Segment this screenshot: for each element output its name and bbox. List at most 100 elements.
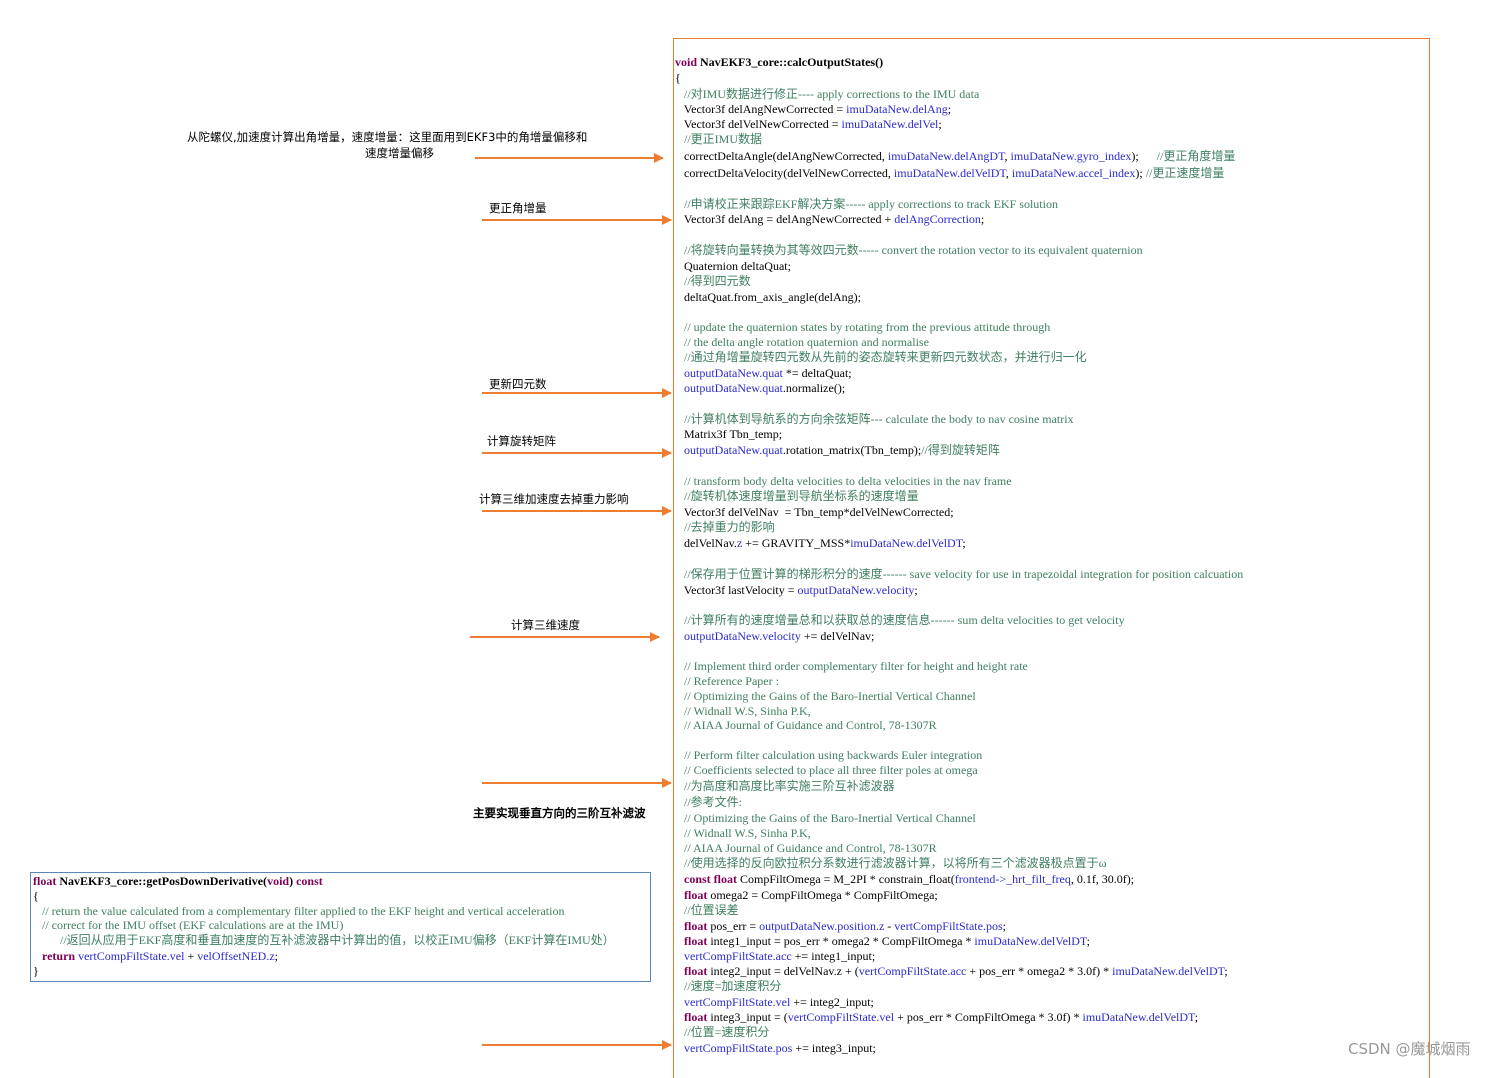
code-text: ; [1086,934,1090,948]
code-comment: //参考文件: [675,795,743,809]
code-member: z [736,536,743,550]
code-keyword: float [675,1010,711,1024]
code-line: // Optimizing the Gains of the Baro-Iner… [675,811,976,826]
code-line: outputDataNew.quat *= deltaQuat; [675,366,852,381]
code-member: imuDataNew.delVelDT [1112,964,1225,978]
arrow-right-icon [482,215,672,225]
code-line: vertCompFiltState.acc += integ1_input; [675,949,875,964]
code-line: //得到四元数 [675,274,751,289]
code-line: Vector3f delVelNav = Tbn_temp*delVelNewC… [675,505,954,520]
code-text: ; [938,117,942,131]
code-text: ; [914,583,918,597]
code-line: vertCompFiltState.pos += integ3_input; [675,1041,876,1056]
code-comment: // Widnall W.S, Sinha P.K, [675,704,811,718]
ann-vertical-filter: 主要实现垂直方向的三阶互补滤波 [473,806,646,820]
code-line: //申请校正来跟踪EKF解决方案----- apply corrections … [675,197,1058,212]
code-text: ; [947,102,952,116]
code-keyword: void [675,55,701,69]
code-member: imuDataNew.delVelDT [1082,1010,1195,1024]
code-text: Quaternion deltaQuat; [675,259,791,273]
code-line: // AIAA Journal of Guidance and Control,… [675,718,937,733]
code-member: imuDataNew.accel_index [1011,166,1136,180]
code-comment: //计算所有的速度增量总和以获取总的速度信息------ sum delta v… [675,613,1125,627]
code-comment: // AIAA Journal of Guidance and Control,… [675,718,937,732]
code-line: Vector3f delAngNewCorrected = imuDataNew… [675,102,951,117]
code-comment: // Optimizing the Gains of the Baro-Iner… [675,689,976,703]
code-text: + pos_err * CompFiltOmega * 3.0f) * [894,1010,1083,1024]
code-member: outputDataNew.quat [675,366,783,380]
code-comment: //计算机体到导航系的方向余弦矩阵--- calculate the body … [675,412,1074,426]
arrow-right-icon [470,632,660,642]
code-line: //参考文件: [675,795,742,810]
code-comment: // correct for the IMU offset (EKF calcu… [33,918,344,932]
code-member: imuDataNew.delVelDT [850,536,963,550]
code-member: imuDataNew.delVelDT [893,166,1006,180]
code-comment: //得到四元数 [675,274,751,288]
code-comment: //申请校正来跟踪EKF解决方案----- apply corrections … [675,197,1058,211]
code-line: //更正IMU数据 [675,132,762,147]
code-text: { [675,71,681,85]
code-member: imuDataNew.delVel [841,117,939,131]
code-line: // the delta angle rotation quaternion a… [675,335,929,350]
code-line: // transform body delta velocities to de… [675,474,1012,489]
code-text: , [1004,149,1011,163]
code-text: ; [980,212,985,226]
code-text: + pos_err * omega2 * 3.0f) * [966,964,1113,978]
code-line: float integ2_input = delVelNav.z + (vert… [675,964,1228,979]
code-member: vertCompFiltState.acc [675,949,792,963]
code-line: // Widnall W.S, Sinha P.K, [675,826,811,841]
code-text: deltaQuat.from_axis_angle(delAng); [675,290,861,304]
code-member: imuDataNew.gyro_index [1010,149,1132,163]
arrow-right-icon [482,448,672,458]
code-text: delVelNav. [675,536,737,550]
code-line: //将旋转向量转换为其等效四元数----- convert the rotati… [675,243,1143,258]
code-line: float integ1_input = pos_err * omega2 * … [675,934,1090,949]
code-text: ; [1224,964,1228,978]
code-line: correctDeltaAngle(delAngNewCorrected, im… [675,149,1235,164]
code-text: } [33,964,39,978]
code-member: vertCompFiltState.vel [78,949,185,963]
code-line: vertCompFiltState.vel += integ2_input; [675,995,874,1010]
code-line: // AIAA Journal of Guidance and Control,… [675,841,937,856]
code-line: //使用选择的反向欧拉积分系数进行滤波器计算，以将所有三个滤波器极点置于ω [675,856,1107,871]
code-text: ); [1135,166,1146,180]
code-line: //通过角增量旋转四元数从先前的姿态旋转来更新四元数状态，并进行归一化 [675,350,1087,365]
code-text: integ1_input = pos_err * omega2 * CompFi… [710,934,975,948]
code-keyword: return [33,949,79,963]
code-line: float NavEKF3_core::getPosDownDerivative… [33,874,323,889]
code-line: //计算机体到导航系的方向余弦矩阵--- calculate the body … [675,412,1074,427]
code-keyword: void [267,874,290,888]
code-text: pos_err = [710,919,760,933]
code-member: vertCompFiltState.pos [675,1041,793,1055]
code-line: return vertCompFiltState.vel + velOffset… [33,949,278,964]
code-text: ; [962,536,966,550]
code-line: // Reference Paper : [675,674,779,689]
code-text: Vector3f delVelNav = Tbn_temp*delVelNewC… [675,505,954,519]
code-comment: // Perform filter calculation using back… [675,748,983,762]
code-line: } [33,964,39,979]
code-member: velOffsetNED.z [197,949,275,963]
code-keyword: float [675,964,711,978]
arrow-right-icon [475,153,664,163]
code-comment: // Implement third order complementary f… [675,659,1028,673]
code-keyword: float [33,874,60,888]
code-text: - [884,919,895,933]
code-member: vertCompFiltState.vel [675,995,791,1009]
code-text: .rotation_matrix(Tbn_temp); [782,443,922,457]
ann-corrections: 从陀螺仪,加速度计算出角增量，速度增量：这里面用到EKF3中的角增量偏移和 [187,130,588,144]
code-text: integ2_input = delVelNav.z + ( [710,964,859,978]
code-line: //保存用于位置计算的梯形积分的速度------ save velocity f… [675,567,1243,582]
code-line: float integ3_input = (vertCompFiltState.… [675,1010,1198,1025]
code-line: const float CompFiltOmega = M_2PI * cons… [675,872,1134,887]
code-line: Vector3f delAng = delAngNewCorrected + d… [675,212,984,227]
code-line: // return the value calculated from a co… [33,904,564,919]
code-text: + [184,949,198,963]
code-comment: //旋转机体速度增量到导航坐标系的速度增量 [675,489,919,503]
code-line: { [33,889,39,904]
code-member: outputDataNew.position.z [759,919,885,933]
code-comment: // Coefficients selected to place all th… [675,763,978,777]
ann-update-quat: 更新四元数 [489,377,547,391]
code-comment: // update the quaternion states by rotat… [675,320,1051,334]
code-text: += integ2_input; [790,995,874,1009]
code-line: { [675,71,681,86]
